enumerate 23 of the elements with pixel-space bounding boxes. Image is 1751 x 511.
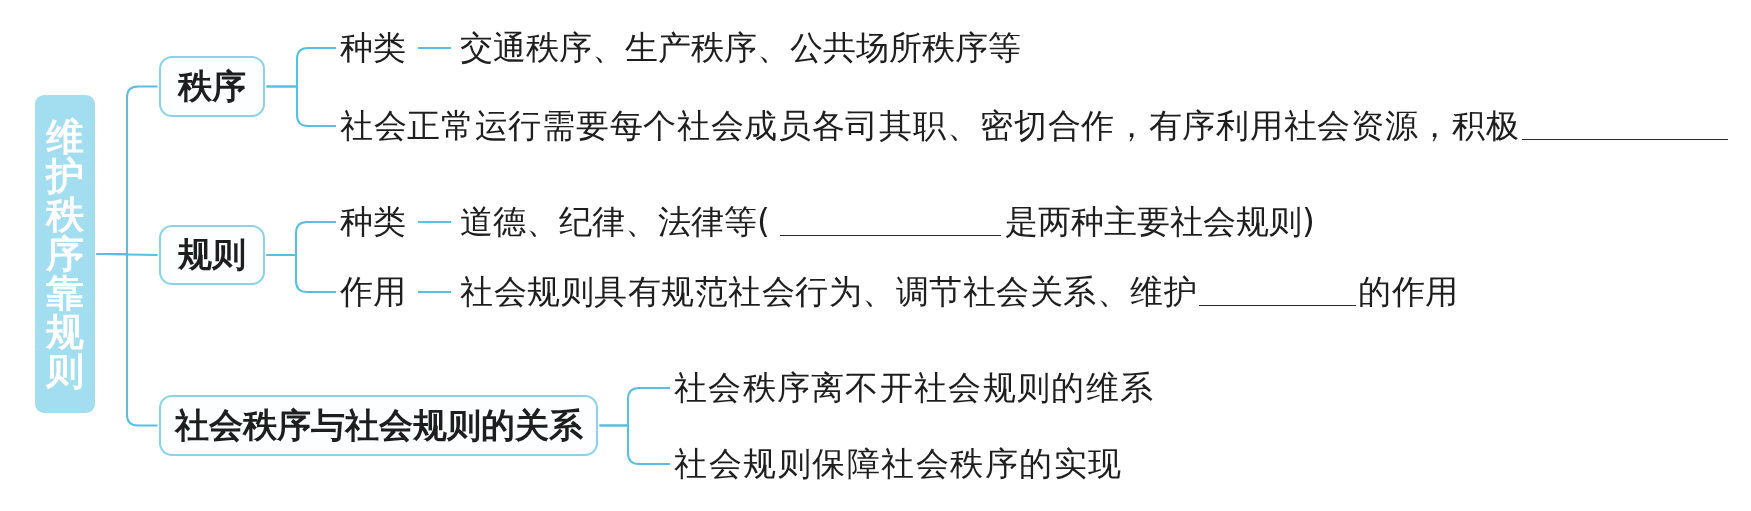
title-box: 维护秩序靠规则: [35, 95, 95, 413]
branch-text: 社会正常运行需要每个社会成员各司其职、密切合作，有序利用社会资源，积极: [340, 106, 1520, 145]
connector-line: [95, 253, 159, 427]
branch-text: 种类: [340, 202, 406, 242]
connector-line: [265, 85, 337, 127]
branch-text: 是两种主要社会规则): [1004, 202, 1315, 241]
branch-text: 的作用: [1358, 272, 1459, 311]
branch-text: 交通秩序、生产秩序、公共场所秩序等: [460, 28, 1021, 68]
branch-text: 种类: [340, 28, 406, 68]
topic-box: 社会秩序与社会规则的关系: [159, 395, 598, 456]
connector-line: [95, 253, 159, 256]
branch-text: 道德、纪律、法律等(: [460, 202, 770, 241]
branch-text: 社会规则具有规范社会行为、调节社会关系、维护: [460, 272, 1197, 311]
branch-text: 社会规则保障社会秩序的实现: [674, 444, 1123, 484]
branch-text: 社会秩序离不开社会规则的维系: [674, 368, 1155, 408]
connector-line: [265, 254, 337, 293]
connector-line: [417, 221, 452, 223]
connector-line: [598, 424, 671, 465]
topic-box: 秩序: [159, 56, 265, 117]
connector-line: [417, 47, 452, 49]
topic-box: 规则: [159, 225, 265, 285]
branch-text: 作用: [340, 272, 406, 312]
connector-line: [417, 291, 452, 293]
